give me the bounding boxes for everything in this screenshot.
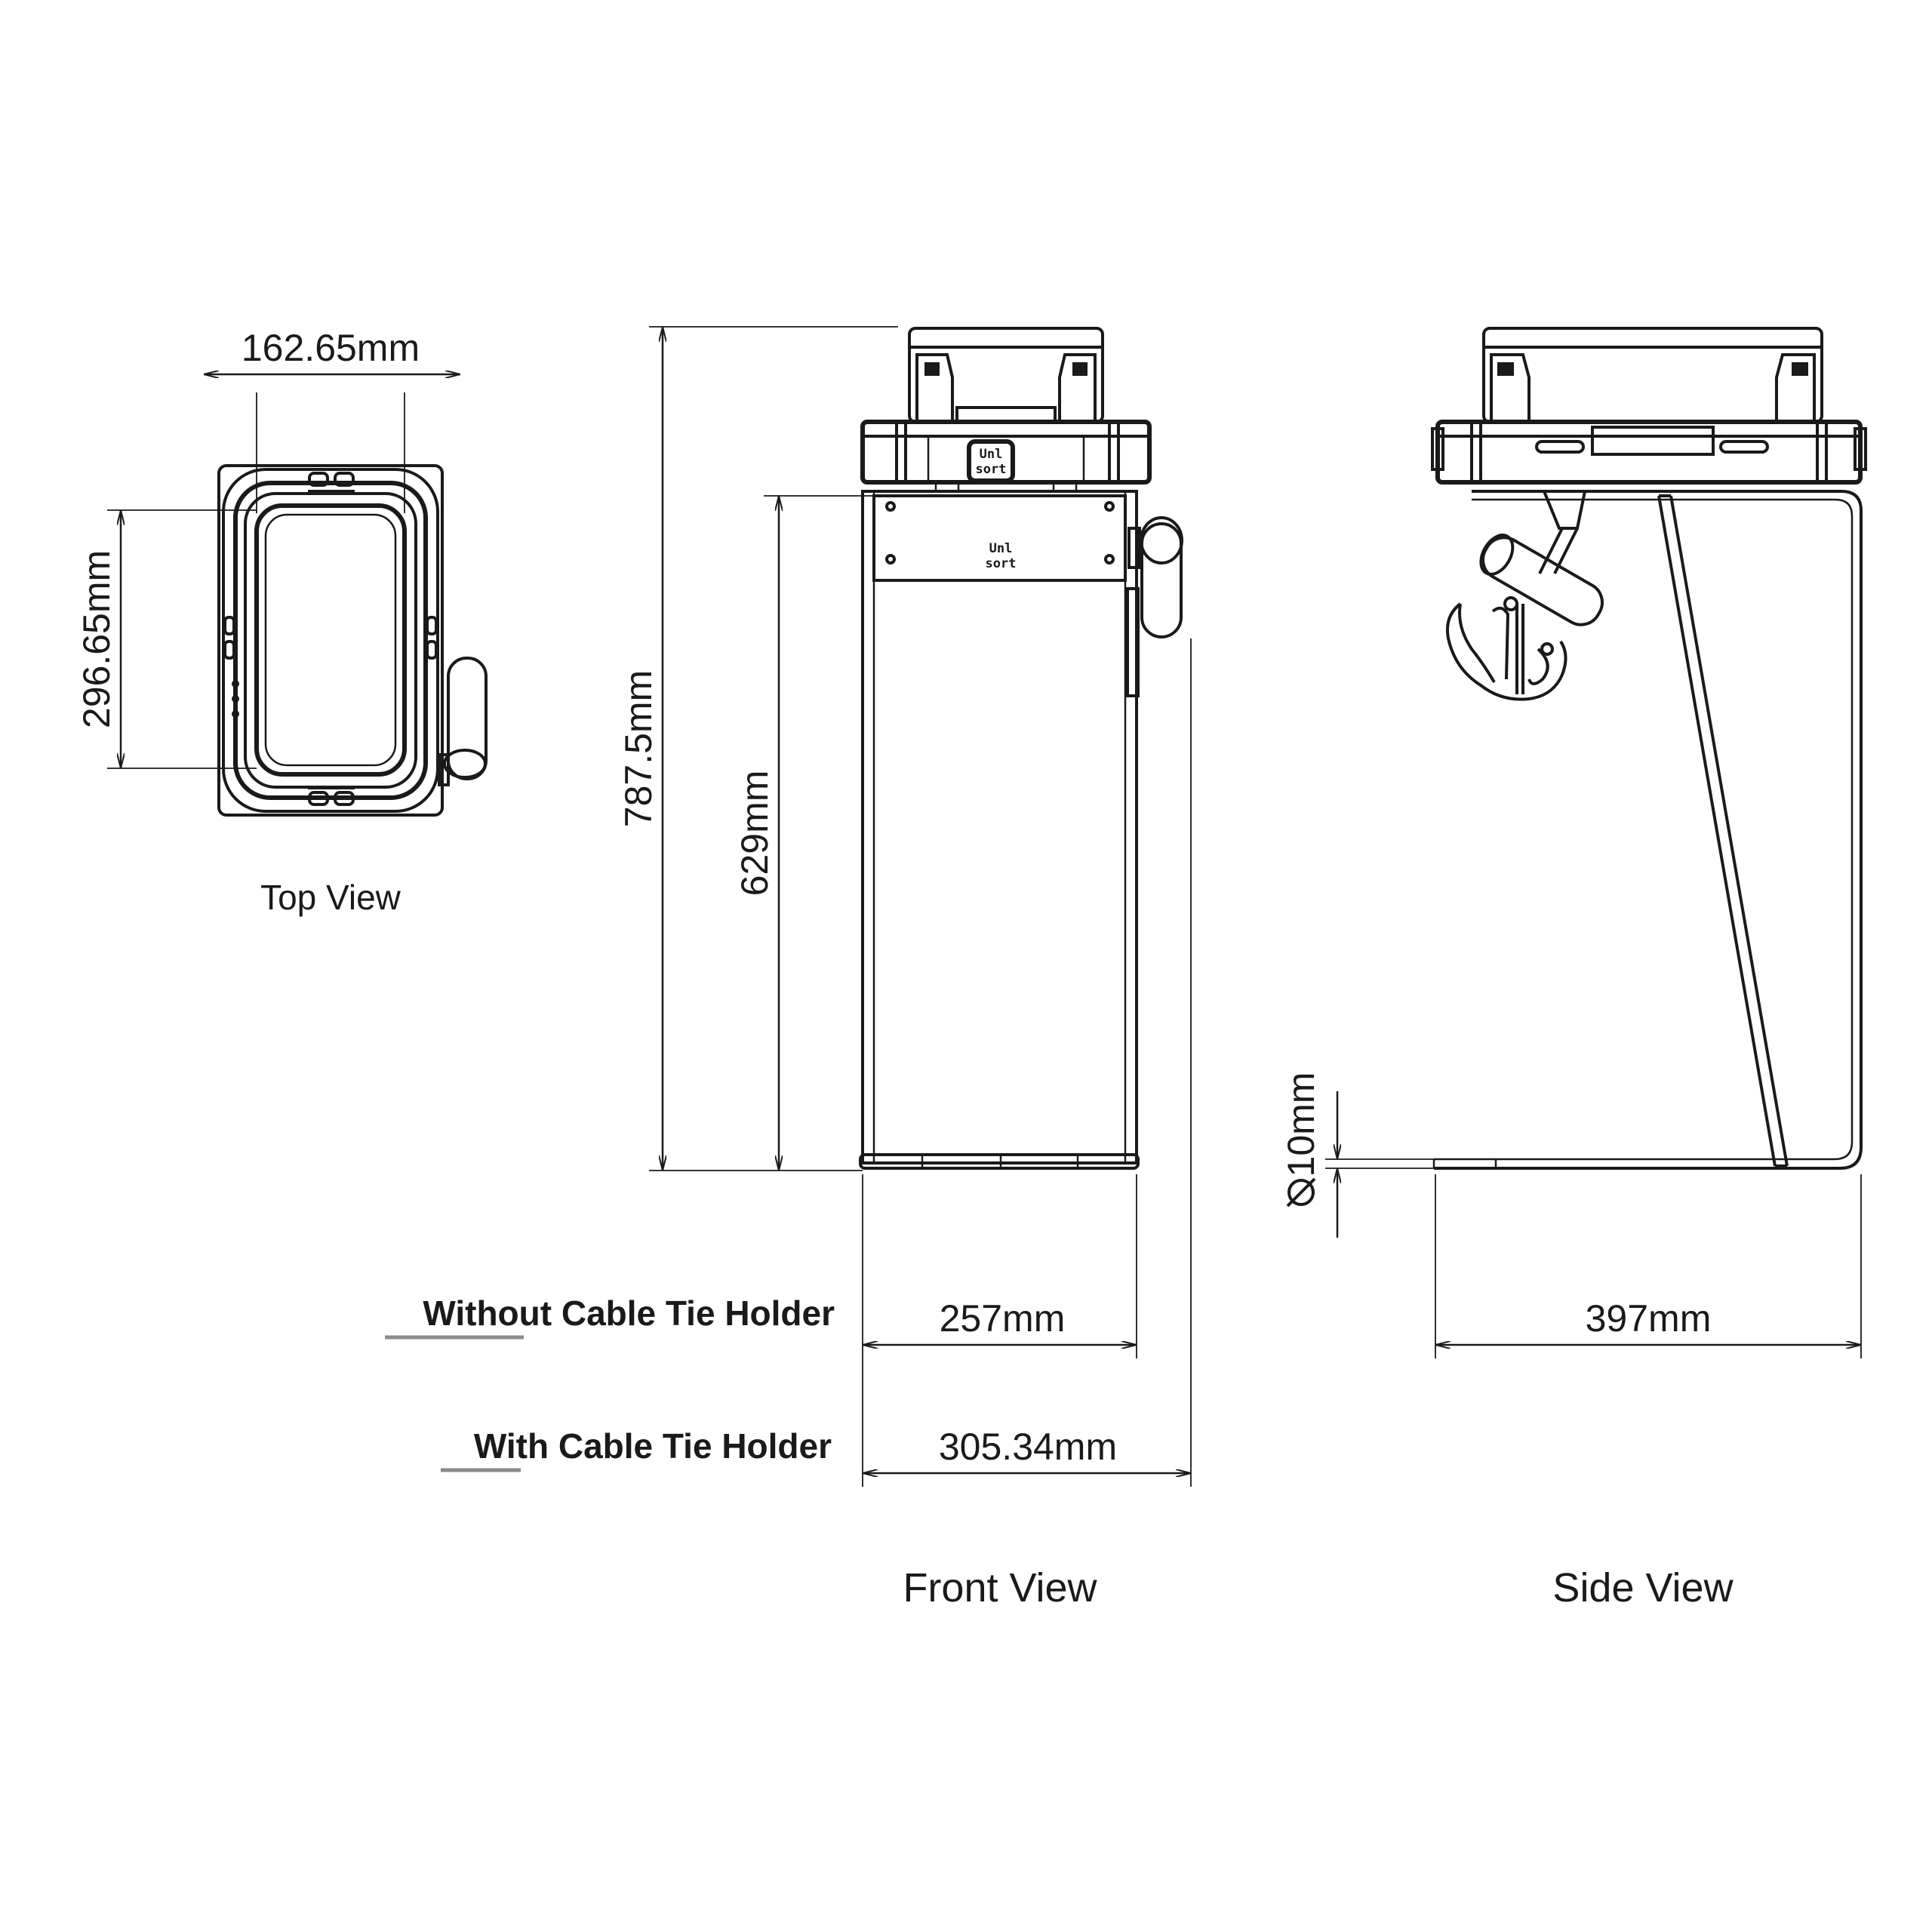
with-holder-label-rest: Cable Tie Holder xyxy=(549,1426,832,1466)
side-view-tray xyxy=(1431,327,1867,485)
side-view-frame xyxy=(1432,490,1863,1170)
tray-logo-line1: Unl xyxy=(980,447,1003,462)
with-holder-label-underlined: With xyxy=(474,1426,549,1466)
front-view-tray: Unl sort xyxy=(860,327,1152,493)
front-view-body: Unl sort xyxy=(859,490,1140,1170)
side-view: 397mm 10mm Side View xyxy=(1280,327,1867,1611)
front-view-caption: Front View xyxy=(903,1565,1097,1611)
front-body-height-dimension: 629mm xyxy=(734,771,776,897)
top-view-cable-tie-holder xyxy=(438,657,488,786)
without-holder-label-underlined: Without xyxy=(423,1294,552,1333)
side-rod-diameter-dimension: 10mm xyxy=(1280,1072,1322,1177)
top-depth-dimension: 296.65mm xyxy=(75,550,118,728)
top-view-outline xyxy=(217,464,444,817)
top-view-dimensions: 162.65mm 296.65mm xyxy=(75,327,460,769)
front-view: Unl sort Unl sort xyxy=(385,326,1192,1611)
top-width-dimension: 162.65mm xyxy=(242,327,420,369)
panel-logo-line2: sort xyxy=(986,556,1017,571)
panel-logo-line1: Unl xyxy=(989,541,1013,556)
front-total-height-dimension: 787.5mm xyxy=(617,670,660,827)
side-view-caption: Side View xyxy=(1552,1565,1734,1611)
with-holder-label: With Cable Tie Holder xyxy=(474,1426,832,1466)
top-view: 162.65mm 296.65mm Top View xyxy=(75,327,488,917)
front-view-dimensions: 787.5mm 629mm 257mm 305.34mm xyxy=(617,326,1192,1487)
tray-logo-line2: sort xyxy=(976,462,1007,477)
top-view-caption: Top View xyxy=(260,878,401,917)
width-labels: Without Cable Tie Holder With Cable Tie … xyxy=(385,1294,835,1472)
front-width-with-dimension: 305.34mm xyxy=(939,1426,1117,1468)
front-width-without-dimension: 257mm xyxy=(940,1297,1066,1340)
side-depth-dimension: 397mm xyxy=(1586,1297,1712,1340)
without-holder-label: Without Cable Tie Holder xyxy=(423,1294,835,1333)
side-view-cable-tie-holder xyxy=(1445,491,1604,701)
side-view-dimensions: 397mm 10mm xyxy=(1280,1072,1862,1358)
diameter-symbol xyxy=(1286,1177,1316,1208)
front-view-cable-tie-holder xyxy=(1126,516,1183,697)
without-holder-label-rest: Cable Tie Holder xyxy=(552,1294,835,1333)
